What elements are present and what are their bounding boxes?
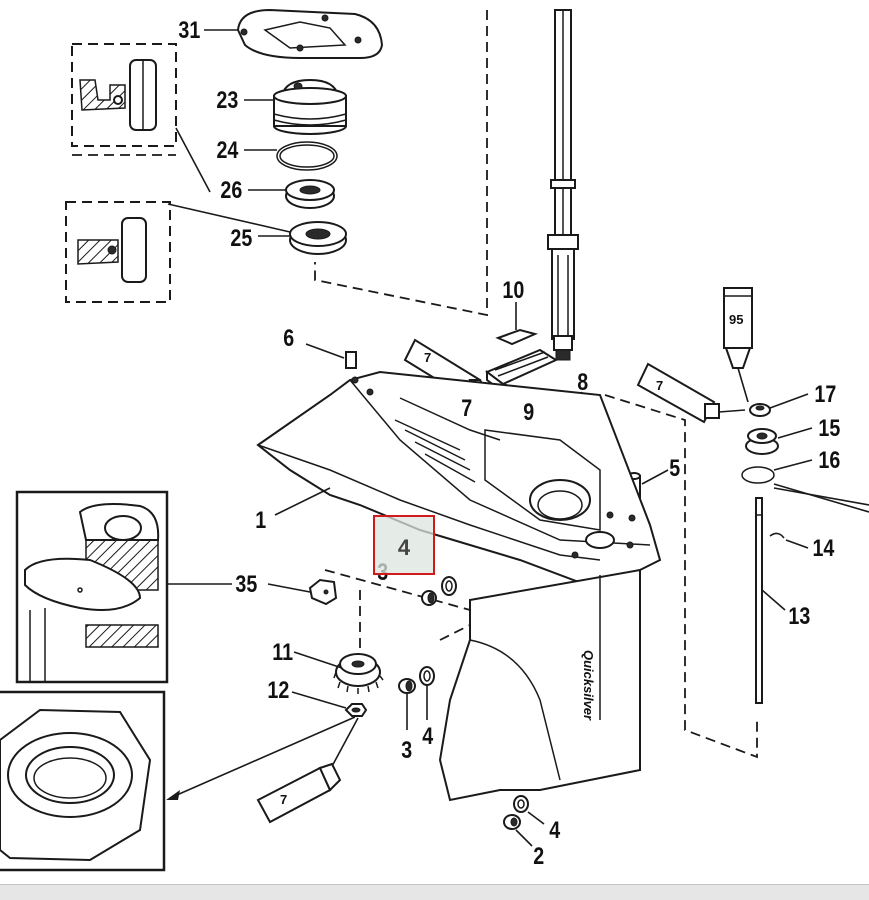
part-25-seal [167, 127, 347, 255]
part-16-o-ring [741, 459, 869, 513]
callout-4-lower[interactable]: 4 [422, 722, 434, 749]
part-12-nut [166, 691, 368, 800]
callout-26[interactable]: 26 [220, 176, 242, 203]
part-11-pinion-gear [293, 651, 384, 694]
tube-95 [723, 287, 753, 403]
callout-24[interactable]: 24 [216, 136, 239, 163]
callout-6[interactable]: 6 [283, 324, 294, 351]
part-13-stud [755, 497, 786, 704]
callout-8[interactable]: 8 [577, 368, 588, 395]
callout-11[interactable]: 11 [272, 638, 293, 665]
callout-25[interactable]: 25 [230, 224, 252, 251]
callout-7[interactable]: 7 [461, 394, 472, 421]
callout-17[interactable]: 17 [814, 380, 836, 407]
callout-2[interactable]: 2 [533, 842, 544, 869]
selected-part-hotspot-4[interactable]: 4 [373, 515, 435, 575]
part-35-trim-tab [167, 578, 338, 606]
inset-pin-detail [15, 490, 169, 684]
part-10-shim [495, 302, 539, 346]
tube-7-bottom-label: 7 [280, 792, 287, 807]
part-1-gear-housing [256, 370, 662, 802]
dashed-boundaries [314, 10, 758, 759]
part-4-washer-bottom [513, 795, 545, 825]
part-31-gasket [204, 8, 384, 59]
callout-15[interactable]: 15 [818, 414, 840, 441]
casting-lettering: Quicksilver [581, 650, 596, 721]
callout-5[interactable]: 5 [669, 454, 680, 481]
callout-13[interactable]: 13 [788, 602, 810, 629]
part-4-washer-upper [441, 576, 457, 596]
inset-nut-detail [0, 690, 166, 872]
callout-4-bottom[interactable]: 4 [549, 816, 561, 843]
tube-7-right-label: 7 [656, 378, 663, 393]
part-23-seal-carrier [244, 78, 347, 135]
tube-7-bottom [256, 762, 342, 824]
tube-7-right [636, 362, 746, 424]
part-15-bushing [745, 427, 813, 455]
part-17-grommet [749, 393, 809, 417]
callout-31[interactable]: 31 [178, 16, 200, 43]
callout-16[interactable]: 16 [818, 446, 840, 473]
part-14-clip [769, 532, 809, 549]
part-24-o-ring [244, 141, 338, 171]
part-9-roller-bearing [484, 348, 559, 399]
callout-9[interactable]: 9 [523, 398, 534, 425]
part-2-screw-bottom [503, 814, 533, 847]
callout-10[interactable]: 10 [502, 276, 524, 303]
callout-12[interactable]: 12 [267, 676, 289, 703]
viewer-bottom-bar [0, 884, 869, 900]
callout-14[interactable]: 14 [812, 534, 835, 561]
tube-7-left-label: 7 [424, 350, 431, 365]
callout-23[interactable]: 23 [216, 86, 238, 113]
tube-95-label: 95 [729, 312, 743, 327]
driveshaft [547, 9, 579, 361]
part-26-seal [248, 179, 335, 209]
callout-labels: 31 23 24 26 25 10 6 9 8 7 17 15 16 5 1 1… [178, 16, 840, 869]
inset-seal-detail-mid [65, 201, 171, 303]
part-3-screw-upper [421, 590, 437, 606]
inset-seal-detail-top [71, 43, 177, 156]
part-4-washer-lower [419, 666, 435, 720]
callout-3-lower[interactable]: 3 [401, 736, 412, 763]
hotspot-label: 4 [397, 535, 411, 560]
callout-1[interactable]: 1 [255, 506, 266, 533]
part-6-dowel-pin [305, 343, 357, 369]
callout-35[interactable]: 35 [235, 570, 257, 597]
part-3-screw-lower [398, 678, 416, 730]
